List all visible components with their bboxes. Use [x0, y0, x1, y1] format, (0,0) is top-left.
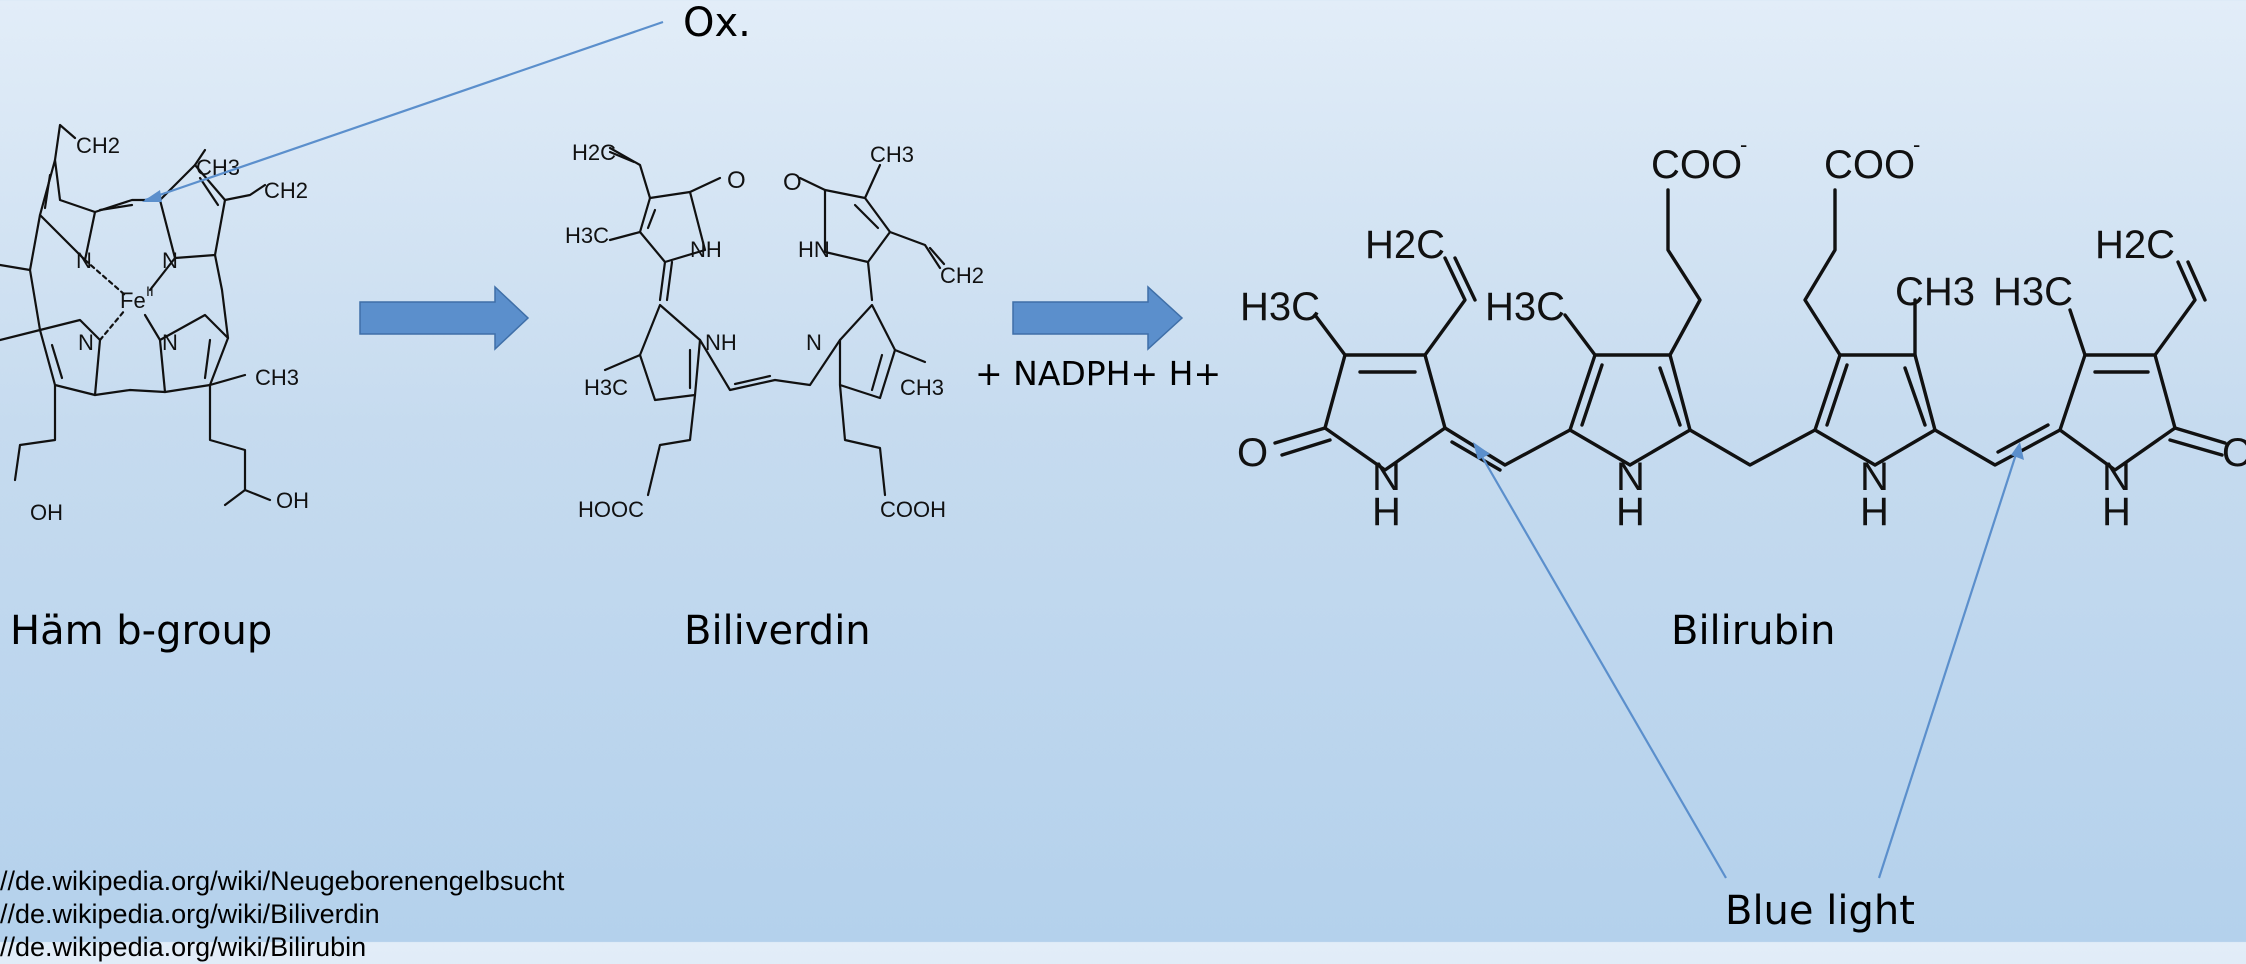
heme-atom: OH [276, 488, 309, 513]
bilirubin-atom: H3C [1240, 285, 1320, 329]
biliverdin-structure: H2C O O CH3 H3C NH HN CH2 NH N H3C CH3 H… [565, 140, 984, 522]
biliverdin-atom: H3C [565, 223, 609, 248]
heme-atom: CH2 [264, 178, 308, 203]
bilirubin-atom: O [1237, 431, 1268, 475]
heme-atom: CH2 [76, 133, 120, 158]
bilirubin-atom: H3C [1485, 285, 1565, 329]
bilirubin-atom: COO [1824, 143, 1915, 187]
biliverdin-atom: H3C [584, 375, 628, 400]
bilirubin-atom: N [1616, 455, 1645, 499]
blue-light-arrowhead-1 [1473, 442, 1490, 460]
heme-atom: N [76, 248, 92, 273]
bilirubin-atom: H [1616, 490, 1645, 534]
bilirubin-atom: H [2102, 490, 2131, 534]
heme-atom: N [78, 330, 94, 355]
bilirubin-atom: N [1372, 455, 1401, 499]
heme-atom: CH3 [196, 155, 240, 180]
heme-structure: CH2 CH3 CH2 N N N N Fe II CH3 OH OH [0, 123, 309, 525]
bilirubin-atom: N [2102, 455, 2131, 499]
biliverdin-atom: COOH [880, 497, 946, 522]
blue-light-label: Blue light [1725, 888, 1915, 934]
heme-label: Häm b-group [10, 608, 273, 654]
source-links: //de.wikipedia.org/wiki/Neugeborenengelb… [0, 865, 564, 964]
heme-atom: CH3 [255, 365, 299, 390]
heme-atom: OH [30, 500, 63, 525]
blue-light-line-1 [1476, 447, 1727, 879]
blue-light-callout [1473, 442, 2024, 879]
bilirubin-atom: H3C [1993, 270, 2073, 314]
heme-atom: Fe [120, 288, 146, 313]
reaction-arrow-1 [359, 285, 530, 351]
bilirubin-atom: H [1372, 490, 1401, 534]
biliverdin-label: Biliverdin [684, 608, 871, 654]
biliverdin-atom: O [727, 167, 746, 194]
heme-atom: N [162, 330, 178, 355]
biliverdin-atom: CH3 [870, 142, 914, 167]
biliverdin-atom: O [783, 169, 802, 196]
bilirubin-atom: COO [1651, 143, 1742, 187]
bilirubin-atom: H2C [2095, 223, 2175, 267]
blue-light-line-2 [1877, 447, 2020, 879]
bilirubin-structure: COO - COO - H2C H2C H3C H3C CH3 H3C O O … [1237, 132, 2246, 534]
biliverdin-atom: HOOC [578, 497, 644, 522]
bilirubin-atom: N [1860, 455, 1889, 499]
source-link[interactable]: //de.wikipedia.org/wiki/Neugeborenengelb… [0, 866, 565, 896]
biliverdin-atom: HN [798, 237, 830, 262]
heme-atom: II [146, 283, 154, 299]
biliverdin-atom: NH [705, 330, 737, 355]
bilirubin-atom: - [1740, 132, 1747, 157]
source-link[interactable]: //de.wikipedia.org/wiki/Bilirubin [0, 932, 367, 962]
biliverdin-atom: CH3 [900, 375, 944, 400]
blue-light-arrowhead-2 [2011, 442, 2024, 460]
bilirubin-atom: - [1913, 132, 1920, 157]
biliverdin-atom: N [806, 330, 822, 355]
source-link[interactable]: //de.wikipedia.org/wiki/Biliverdin [0, 899, 380, 929]
reaction-arrow-2 [1012, 285, 1184, 351]
bilirubin-atom: H2C [1365, 223, 1445, 267]
oxidation-label: Ox. [683, 0, 751, 46]
oxidation-callout-arrowhead [142, 190, 162, 202]
bilirubin-label: Bilirubin [1671, 608, 1836, 654]
oxidation-callout [142, 20, 664, 202]
heme-atom: N [162, 248, 178, 273]
oxidation-callout-line [144, 20, 664, 202]
bilirubin-atom: H [1860, 490, 1889, 534]
bilirubin-atom: O [2222, 431, 2246, 475]
biliverdin-atom: NH [690, 237, 722, 262]
reagent-label: + NADPH+ H+ [975, 354, 1222, 393]
biliverdin-atom: H2C [572, 140, 616, 165]
biliverdin-atom: CH2 [940, 263, 984, 288]
diagram-svg: CH2 CH3 CH2 N N N N Fe II CH3 OH OH [0, 20, 2246, 879]
bilirubin-atom: CH3 [1895, 270, 1975, 314]
